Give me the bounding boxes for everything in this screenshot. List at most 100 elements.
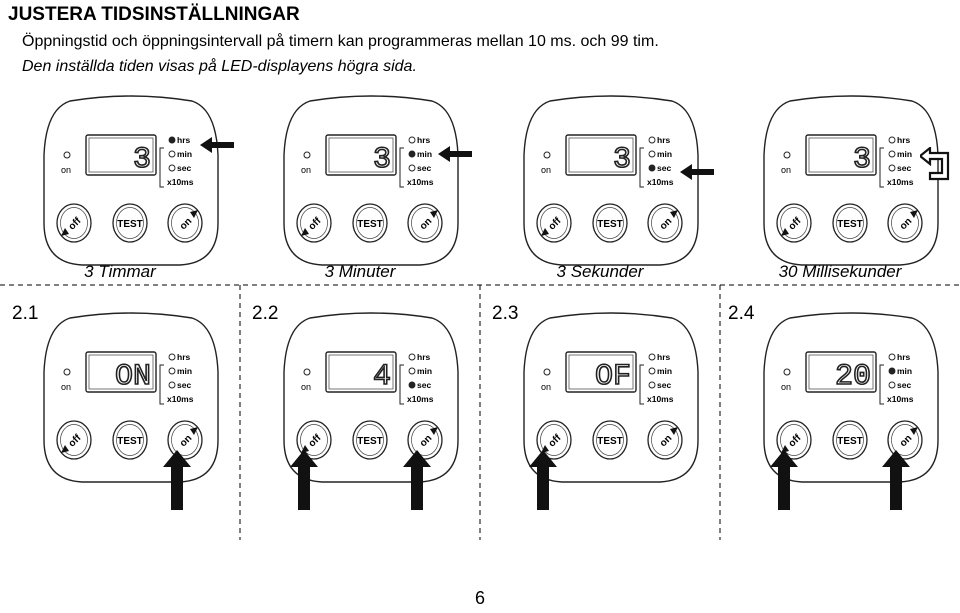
on-button[interactable]: on (167, 420, 203, 460)
indicator-led-icon (303, 368, 311, 376)
unit-label-hrs: hrs (657, 135, 671, 145)
led-display (85, 351, 157, 393)
unit-led-sec-icon (648, 381, 656, 389)
unit-led-hrs-icon (648, 136, 656, 144)
indicator-label: on (541, 382, 551, 392)
arrow-down-left-icon (61, 445, 69, 453)
arrow-down-left-icon (781, 445, 789, 453)
unit-label-x10ms: x10ms (647, 394, 674, 404)
test-button[interactable]: TEST (592, 203, 628, 243)
unit-label-hrs: hrs (417, 352, 431, 362)
indicator-led-icon (543, 368, 551, 376)
unit-label-min: min (177, 366, 192, 376)
test-button[interactable]: TEST (832, 203, 868, 243)
svg-text:TEST: TEST (837, 219, 863, 230)
unit-label-min: min (177, 149, 192, 159)
unit-led-hrs-icon (888, 136, 896, 144)
test-button[interactable]: TEST (112, 420, 148, 460)
unit-label-hrs: hrs (657, 352, 671, 362)
unit-led-sec-icon (648, 164, 656, 172)
unit-led-sec-icon (408, 164, 416, 172)
test-button[interactable]: TEST (112, 203, 148, 243)
display-value: 20 (835, 360, 871, 394)
arrow-up-icon (403, 450, 431, 510)
arrow-down-left-icon (781, 228, 789, 236)
off-button[interactable]: off (56, 420, 92, 460)
arrow-down-left-icon (301, 445, 309, 453)
arrow-down-left-icon (541, 228, 549, 236)
unit-label-sec: sec (177, 380, 191, 390)
off-button[interactable]: off (536, 420, 572, 460)
arrow-up-icon (290, 450, 318, 510)
unit-label-min: min (657, 366, 672, 376)
off-button[interactable]: off (296, 420, 332, 460)
display-value: 3 (853, 143, 871, 177)
arrow-left-icon (200, 137, 234, 153)
test-button[interactable]: TEST (352, 420, 388, 460)
on-button[interactable]: on (647, 420, 683, 460)
step-label-2-1: 2.1 (12, 303, 39, 324)
indicator-led-icon (783, 151, 791, 159)
off-button[interactable]: off (56, 203, 92, 243)
unit-led-hrs-icon (168, 136, 176, 144)
unit-label-hrs: hrs (177, 135, 191, 145)
test-button[interactable]: TEST (832, 420, 868, 460)
led-display (565, 351, 637, 393)
unit-label-x10ms: x10ms (407, 177, 434, 187)
led-display (85, 134, 157, 176)
step-label-2-4: 2.4 (728, 303, 755, 324)
display-value: 3 (373, 143, 391, 177)
on-button[interactable]: on (167, 203, 203, 243)
unit-led-hrs-icon (408, 353, 416, 361)
on-button[interactable]: on (407, 420, 443, 460)
on-button[interactable]: on (887, 420, 923, 460)
unit-led-min-icon (888, 367, 896, 375)
indicator-label: on (541, 165, 551, 175)
off-button[interactable]: off (776, 420, 812, 460)
unit-label-sec: sec (417, 380, 431, 390)
on-button[interactable]: on (887, 203, 923, 243)
unit-led-min-icon (408, 367, 416, 375)
caption-minutes: 3 Minuter (324, 262, 396, 281)
caption-milliseconds: 30 Millisekunder (778, 262, 902, 281)
unit-label-hrs: hrs (417, 135, 431, 145)
on-button[interactable]: on (407, 203, 443, 243)
page-number: 6 (474, 588, 485, 608)
off-button[interactable]: off (296, 203, 332, 243)
led-display (325, 134, 397, 176)
arrow-up-icon (770, 450, 798, 510)
arrow-up-icon (882, 450, 910, 510)
indicator-label: on (781, 382, 791, 392)
led-display (805, 351, 877, 393)
led-display (805, 134, 877, 176)
unit-label-x10ms: x10ms (167, 177, 194, 187)
arrow-up-right-icon (910, 210, 918, 218)
arrow-left-icon (680, 164, 714, 180)
unit-label-sec: sec (897, 380, 911, 390)
u-turn-arrow-icon (920, 147, 950, 181)
test-button[interactable]: TEST (352, 203, 388, 243)
display-value: 3 (613, 143, 631, 177)
unit-led-hrs-icon (648, 353, 656, 361)
off-button[interactable]: off (776, 203, 812, 243)
indicator-led-icon (543, 151, 551, 159)
indicator-led-icon (63, 151, 71, 159)
on-button[interactable]: on (647, 203, 683, 243)
unit-label-min: min (897, 366, 912, 376)
caption-seconds: 3 Sekunder (556, 262, 644, 281)
unit-led-sec-icon (168, 164, 176, 172)
unit-led-sec-icon (408, 381, 416, 389)
led-display (325, 351, 397, 393)
unit-label-sec: sec (657, 380, 671, 390)
off-button[interactable]: off (536, 203, 572, 243)
unit-led-sec-icon (888, 164, 896, 172)
unit-led-hrs-icon (168, 353, 176, 361)
test-button[interactable]: TEST (592, 420, 628, 460)
indicator-label: on (781, 165, 791, 175)
intro-line: Öppningstid och öppningsintervall på tim… (22, 33, 659, 50)
